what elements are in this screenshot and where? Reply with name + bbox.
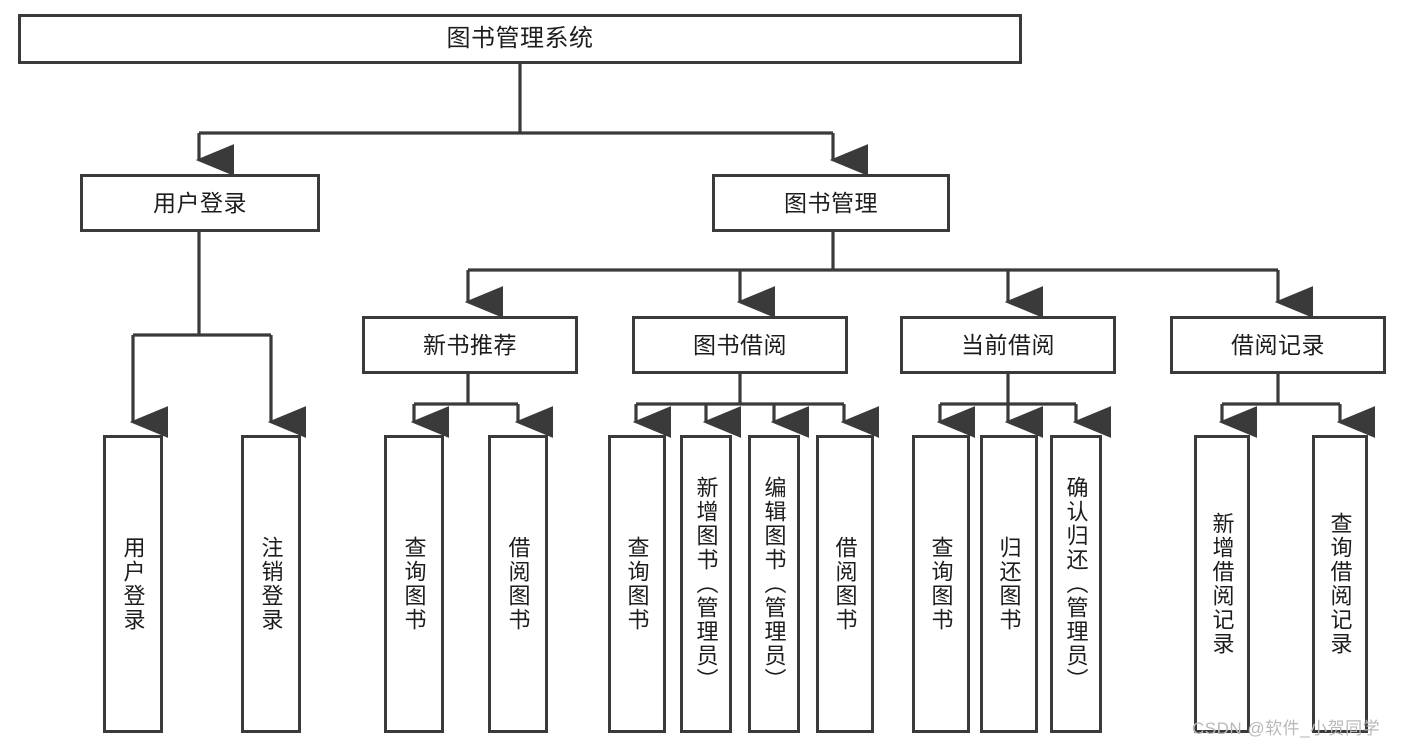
node-root[interactable]: 图书管理系统 <box>18 14 1022 64</box>
node-leaf-user-login[interactable]: 用户登录 <box>103 435 163 733</box>
node-leaf-query-book-2-label: 查询图书 <box>624 536 650 632</box>
node-leaf-add-book-label: 新增图书（管理员） <box>693 476 719 692</box>
node-leaf-query-book-1-label: 查询图书 <box>401 536 427 632</box>
node-leaf-logout-label: 注销登录 <box>258 536 284 632</box>
node-user-login[interactable]: 用户登录 <box>80 174 320 232</box>
node-current-borrow[interactable]: 当前借阅 <box>900 316 1116 374</box>
node-leaf-confirm-return-label: 确认归还（管理员） <box>1063 476 1089 692</box>
node-leaf-borrow-book-2[interactable]: 借阅图书 <box>816 435 874 733</box>
node-leaf-query-book-1[interactable]: 查询图书 <box>384 435 444 733</box>
node-leaf-return-book-label: 归还图书 <box>996 536 1022 632</box>
node-leaf-user-login-label: 用户登录 <box>120 536 146 632</box>
node-leaf-query-book-3[interactable]: 查询图书 <box>912 435 970 733</box>
node-leaf-confirm-return[interactable]: 确认归还（管理员） <box>1050 435 1102 733</box>
node-user-login-label: 用户登录 <box>153 189 247 216</box>
node-new-book-rec[interactable]: 新书推荐 <box>362 316 578 374</box>
node-leaf-query-record-label: 查询借阅记录 <box>1327 512 1353 656</box>
watermark-csdn: CSDN @软件_小贺同学 <box>1192 719 1381 738</box>
node-leaf-query-book-3-label: 查询图书 <box>928 536 954 632</box>
node-leaf-return-book[interactable]: 归还图书 <box>980 435 1038 733</box>
node-leaf-query-record[interactable]: 查询借阅记录 <box>1312 435 1368 733</box>
node-root-label: 图书管理系统 <box>446 25 594 52</box>
node-book-borrow[interactable]: 图书借阅 <box>632 316 848 374</box>
node-leaf-borrow-book-1-label: 借阅图书 <box>505 536 531 632</box>
node-new-book-rec-label: 新书推荐 <box>423 331 517 358</box>
node-leaf-logout[interactable]: 注销登录 <box>241 435 301 733</box>
node-leaf-borrow-book-2-label: 借阅图书 <box>832 536 858 632</box>
node-leaf-edit-book-label: 编辑图书（管理员） <box>761 476 787 692</box>
node-book-manage[interactable]: 图书管理 <box>712 174 950 232</box>
node-leaf-add-record-label: 新增借阅记录 <box>1209 512 1235 656</box>
node-leaf-query-book-2[interactable]: 查询图书 <box>608 435 666 733</box>
node-book-manage-label: 图书管理 <box>784 189 878 216</box>
node-leaf-add-record[interactable]: 新增借阅记录 <box>1194 435 1250 733</box>
node-book-borrow-label: 图书借阅 <box>693 331 787 358</box>
node-leaf-edit-book[interactable]: 编辑图书（管理员） <box>748 435 800 733</box>
node-borrow-record[interactable]: 借阅记录 <box>1170 316 1386 374</box>
node-leaf-add-book[interactable]: 新增图书（管理员） <box>680 435 732 733</box>
node-leaf-borrow-book-1[interactable]: 借阅图书 <box>488 435 548 733</box>
node-borrow-record-label: 借阅记录 <box>1231 331 1325 358</box>
node-current-borrow-label: 当前借阅 <box>961 331 1055 358</box>
